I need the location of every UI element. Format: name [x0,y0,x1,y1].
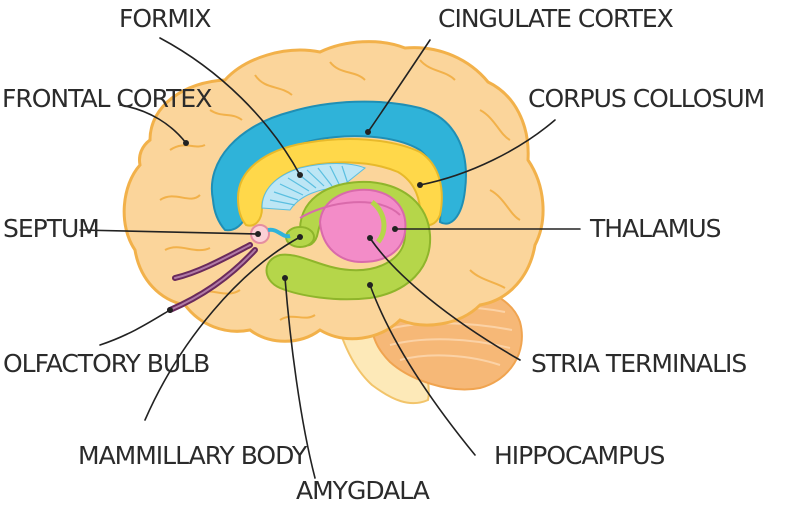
label-stria-terminalis: STRIA TERMINALIS [531,351,746,376]
label-hippocampus: HIPPOCAMPUS [494,443,664,468]
label-cingulate-cortex: CINGULATE CORTEX [438,6,673,31]
label-thalamus: THALAMUS [590,216,721,241]
label-mammillary-body: MAMMILLARY BODY [78,443,306,468]
label-amygdala: AMYGDALA [296,478,429,503]
label-formix: FORMIX [119,6,211,31]
label-septum: SEPTUM [3,216,99,241]
thalamus [320,190,405,262]
label-frontal-cortex: FRONTAL CORTEX [2,86,211,111]
label-corpus-collosum: CORPUS COLLOSUM [528,86,764,111]
leader-olfactory [100,310,170,345]
label-olfactory-bulb: OLFACTORY BULB [3,351,209,376]
